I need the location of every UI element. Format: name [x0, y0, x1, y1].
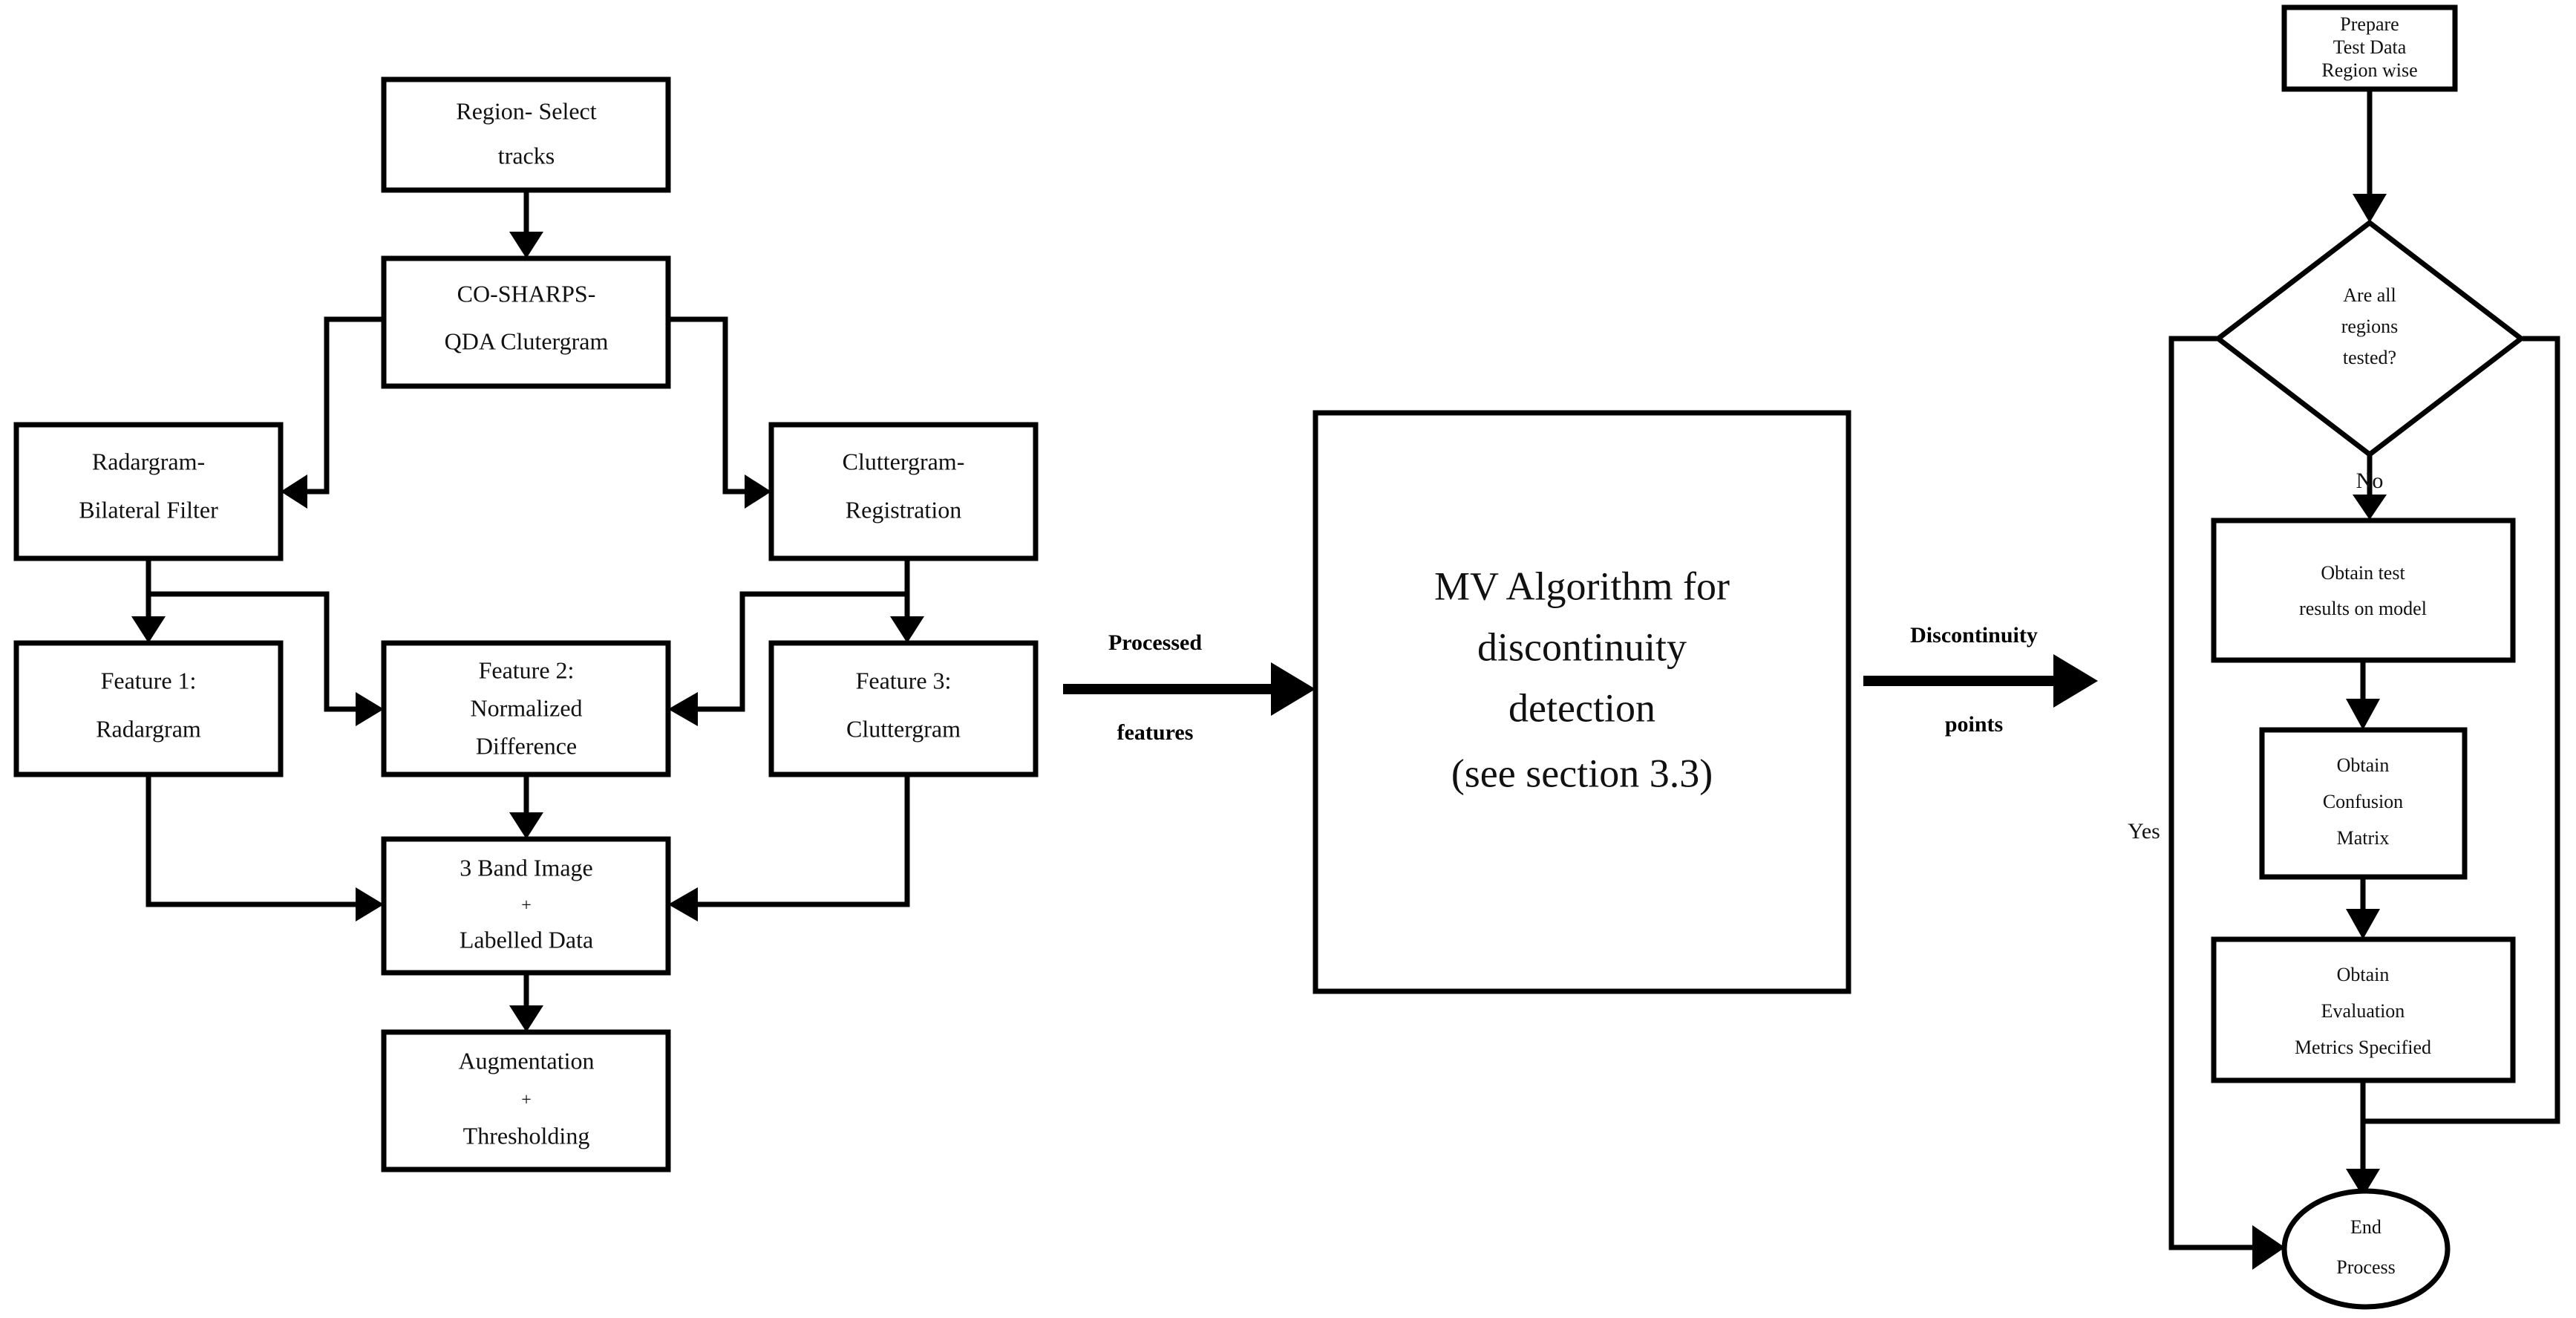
node-feature2-line2: Normalized [470, 694, 582, 721]
edge-threeband-to-augmentation [509, 973, 543, 1032]
branch-label-yes: Yes [2128, 819, 2160, 844]
edge-cosharps-to-radargram [281, 316, 384, 509]
discontinuity-points-label-line1: Discontinuity [1910, 623, 2038, 647]
edge-radargram-to-feature2 [148, 591, 384, 726]
node-feature1-line1: Feature 1: [101, 667, 197, 694]
node-obtain-confusion-line1: Obtain [2337, 754, 2390, 776]
node-co-sharps-line1: CO-SHARPS- [457, 280, 596, 307]
node-obtain-test-results-line2: results on model [2299, 598, 2427, 619]
node-mv-algorithm[interactable]: MV Algorithm for discontinuity detection… [1312, 410, 1851, 994]
node-cluttergram-registration-line2: Registration [846, 496, 961, 523]
node-feature2-line1: Feature 2: [479, 656, 575, 683]
edge-confusion-to-metrics [2346, 876, 2380, 939]
node-region-select-line1: Region- Select [456, 97, 596, 124]
node-radargram-bilateral-filter[interactable]: Radargram- Bilateral Filter [13, 422, 284, 561]
node-feature3-line1: Feature 3: [856, 667, 952, 694]
node-prepare-test-data-line1: Prepare [2340, 13, 2399, 35]
node-end-process-line1: End [2350, 1216, 2382, 1238]
node-region-select-line2: tracks [498, 142, 555, 169]
edge-discontinuity-points: Discontinuity points [1863, 623, 2098, 737]
discontinuity-points-label-line2: points [1945, 712, 2003, 737]
node-feature1-radargram[interactable]: Feature 1: Radargram [13, 640, 284, 777]
edge-feature1-to-threeband [146, 774, 384, 921]
node-cluttergram-registration-line1: Cluttergram- [843, 448, 965, 474]
node-end-process[interactable]: End Process [2281, 1188, 2451, 1310]
node-mv-algorithm-line4: (see section 3.3) [1451, 751, 1713, 795]
node-co-sharps-qda-clutergram[interactable]: CO-SHARPS- QDA Clutergram [381, 255, 671, 389]
node-obtain-metrics-line2: Evaluation [2321, 1000, 2405, 1022]
node-prepare-test-data-line2: Test Data [2333, 36, 2407, 58]
node-decision-line1: Are all [2343, 284, 2396, 306]
node-region-select-tracks[interactable]: Region- Select tracks [381, 76, 671, 193]
edge-region-to-cosharps [509, 190, 543, 258]
node-radargram-bilateral-line1: Radargram- [92, 448, 205, 474]
node-augmentation-line2: + [521, 1091, 532, 1110]
node-three-band-line2: + [521, 896, 532, 916]
edge-prepare-to-decision [2353, 88, 2387, 223]
node-three-band-line1: 3 Band Image [460, 854, 593, 881]
node-decision-line2: regions [2341, 316, 2399, 337]
node-obtain-metrics-line1: Obtain [2337, 964, 2390, 985]
node-augmentation-thresholding[interactable]: Augmentation + Thresholding [381, 1029, 671, 1172]
node-obtain-test-results-line1: Obtain test [2321, 562, 2405, 584]
node-decision-are-all-regions-tested[interactable]: Are all regions tested? [2214, 219, 2526, 458]
edge-feedback-loop-to-decision [2363, 336, 2560, 1124]
node-three-band-image-labelled-data[interactable]: 3 Band Image + Labelled Data [381, 836, 671, 976]
node-augmentation-line3: Thresholding [463, 1122, 590, 1149]
edge-processed-features: Processed features [1063, 630, 1315, 745]
node-mv-algorithm-line2: discontinuity [1477, 624, 1687, 669]
node-feature3-line2: Cluttergram [846, 715, 961, 742]
node-co-sharps-line2: QDA Clutergram [445, 327, 609, 354]
node-obtain-confusion-line3: Matrix [2337, 827, 2390, 849]
edge-decision-no-to-test-results [2353, 453, 2387, 520]
edge-decision-yes-to-end [2168, 336, 2285, 1270]
node-feature2-line3: Difference [476, 732, 577, 759]
node-feature2-normalized-difference[interactable]: Feature 2: Normalized Difference [381, 640, 671, 777]
branch-label-no: No [2356, 469, 2384, 493]
node-obtain-evaluation-metrics[interactable]: Obtain Evaluation Metrics Specified [2211, 936, 2516, 1083]
processed-features-label-line1: Processed [1108, 630, 1202, 655]
processed-features-label-line2: features [1117, 720, 1194, 745]
node-radargram-bilateral-line2: Bilateral Filter [79, 496, 218, 523]
edge-cluttergram-to-feature2 [668, 591, 907, 726]
node-three-band-line3: Labelled Data [460, 926, 593, 953]
node-obtain-metrics-line3: Metrics Specified [2295, 1037, 2431, 1058]
node-end-process-line2: Process [2336, 1256, 2395, 1278]
node-feature1-line2: Radargram [96, 715, 201, 742]
node-mv-algorithm-line1: MV Algorithm for [1434, 564, 1730, 608]
node-feature3-cluttergram[interactable]: Feature 3: Cluttergram [768, 640, 1039, 777]
node-prepare-test-data[interactable]: Prepare Test Data Region wise [2281, 4, 2458, 92]
node-obtain-confusion-line2: Confusion [2323, 791, 2403, 812]
node-obtain-confusion-matrix[interactable]: Obtain Confusion Matrix [2259, 727, 2468, 880]
node-mv-algorithm-line3: detection [1508, 685, 1655, 730]
node-augmentation-line1: Augmentation [458, 1047, 594, 1074]
edge-feature3-to-threeband [668, 774, 910, 921]
edge-test-results-to-confusion [2346, 661, 2380, 730]
edge-radargram-to-feature1 [131, 558, 166, 643]
edge-cluttergram-to-feature3 [890, 558, 924, 643]
edge-cosharps-to-cluttergram [668, 316, 771, 509]
node-cluttergram-registration[interactable]: Cluttergram- Registration [768, 422, 1039, 561]
node-prepare-test-data-line3: Region wise [2321, 59, 2417, 81]
edge-feature2-to-threeband [509, 774, 543, 839]
edge-metrics-to-end [2346, 1079, 2380, 1197]
node-obtain-test-results[interactable]: Obtain test results on model [2211, 518, 2516, 663]
node-decision-line3: tested? [2343, 347, 2396, 368]
